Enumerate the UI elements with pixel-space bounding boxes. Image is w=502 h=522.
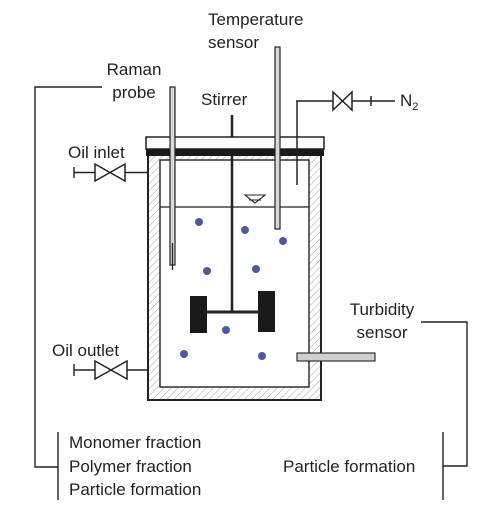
stirrer <box>190 115 275 333</box>
reactor-jacket <box>147 154 322 401</box>
oil-outlet-label: Oil outlet <box>52 341 120 360</box>
turbidity-signal-line <box>421 321 468 467</box>
particle <box>241 226 249 234</box>
temperature-sensor <box>274 46 281 230</box>
oil-inlet-pipe <box>73 162 148 183</box>
polymer-particles <box>180 218 287 360</box>
output-particle-formation: Particle formation <box>69 480 202 499</box>
nitrogen-line <box>296 90 395 185</box>
particle <box>279 237 287 245</box>
oil-outlet-pipe <box>73 359 148 381</box>
turbidity-sensor-label: Turbidity sensor <box>349 300 415 342</box>
particle <box>180 350 188 358</box>
particle <box>258 352 266 360</box>
oil-inlet-label: Oil inlet <box>68 143 125 162</box>
raman-probe <box>169 86 176 270</box>
output-polymer-fraction: Polymer fraction <box>69 456 192 476</box>
temperature-sensor-label: Temperature sensor <box>208 10 304 52</box>
particle <box>203 267 211 275</box>
particle <box>252 265 260 273</box>
turbidity-sensor <box>296 352 376 362</box>
nitrogen-valve-icon <box>332 90 353 112</box>
raman-signal-line <box>34 86 102 468</box>
particle <box>222 326 230 334</box>
level-marker-icon <box>243 194 267 204</box>
stirrer-label: Stirrer <box>201 90 248 109</box>
raman-outputs-list: Monomer fraction Polymer fraction Partic… <box>69 431 201 502</box>
raman-probe-label: Raman probe <box>106 60 162 102</box>
particle <box>195 218 203 226</box>
turbidity-output-label: Particle formation <box>283 457 416 476</box>
oil-outlet-valve-icon <box>94 359 128 381</box>
output-monomer-fraction: Monomer fraction <box>69 433 202 452</box>
oil-inlet-valve-icon <box>94 162 126 183</box>
nitrogen-label: N2 <box>400 91 419 113</box>
